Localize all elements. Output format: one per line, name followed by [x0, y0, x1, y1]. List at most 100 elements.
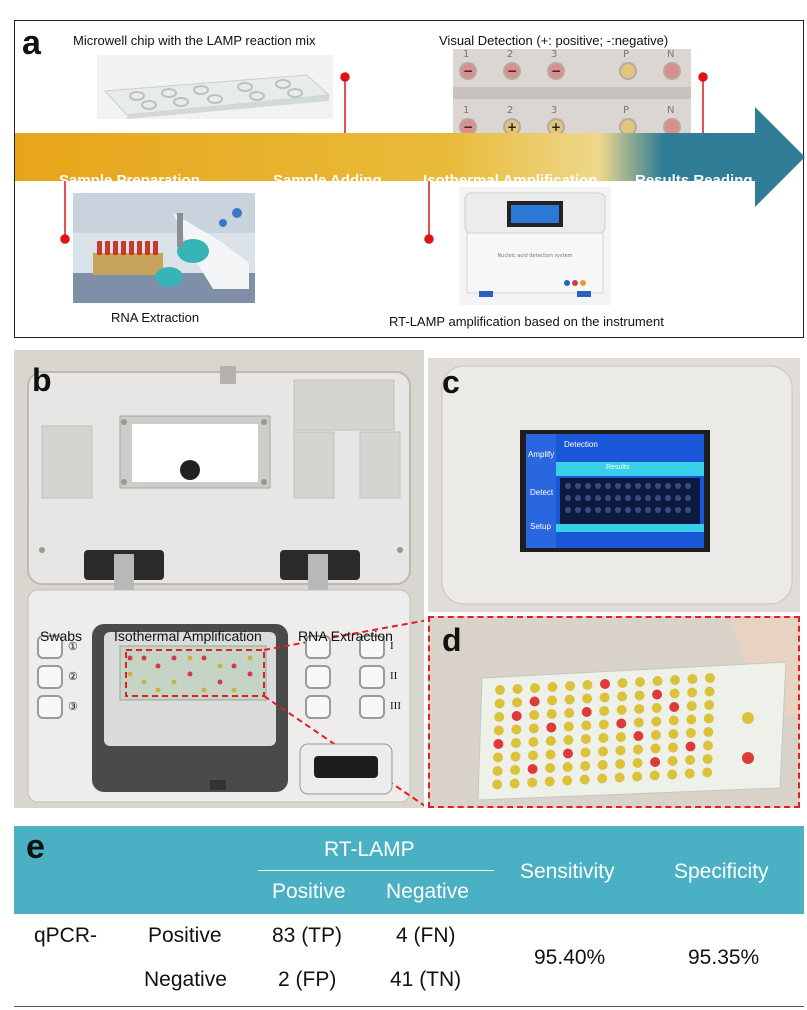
panel-d-chip-closeup: d: [428, 616, 800, 808]
chip-well: [617, 678, 628, 688]
svg-text:2: 2: [507, 105, 513, 116]
chip-well: [581, 707, 592, 717]
rna-extraction-caption: RNA Extraction: [111, 310, 200, 325]
cell-tp: 83 (TP): [272, 924, 343, 947]
chip-well: [565, 681, 575, 691]
header-negative: Negative: [386, 880, 469, 903]
chip-well: [685, 755, 696, 765]
panel-d-letter: d: [442, 622, 462, 658]
svg-text:−: −: [551, 64, 561, 78]
chip-well: [493, 752, 503, 763]
chip-well: [512, 684, 523, 694]
instrument-photo: Nucleic acid detection system: [459, 187, 611, 305]
chip-well: [512, 697, 523, 708]
control-well: [742, 752, 754, 764]
port-label-I: I: [390, 640, 394, 652]
menu-amplify: Amplify: [528, 450, 555, 459]
chip-well: [616, 705, 627, 715]
chip-well: [493, 725, 504, 736]
panel-c-screen-photo: c Amplify Detect Setup Detection Results: [428, 358, 800, 612]
chip-caption: Microwell chip with the LAMP reaction mi…: [73, 33, 316, 48]
svg-text:1: 1: [463, 49, 469, 60]
screen-detection-title: Detection: [564, 440, 598, 449]
chip-well: [687, 674, 698, 684]
chip-well: [562, 762, 573, 772]
chip-well: [527, 764, 538, 774]
chip-well: [615, 745, 626, 756]
svg-text:P: P: [623, 105, 629, 116]
chip-well: [598, 746, 608, 757]
chip-well: [705, 673, 715, 683]
control-well: [742, 712, 754, 724]
chip-well: [651, 716, 662, 727]
chip-well: [509, 778, 520, 789]
chip-well: [684, 768, 695, 779]
chip-well: [579, 774, 590, 785]
instrument-caption: RT-LAMP amplification based on the instr…: [389, 314, 664, 329]
svg-text:+: +: [551, 120, 561, 134]
row-positive-label: Positive: [148, 924, 222, 947]
chip-well: [704, 700, 715, 710]
svg-text:3: 3: [551, 105, 557, 116]
chip-well: [632, 771, 643, 782]
chip-well: [600, 679, 610, 689]
chip-well: [703, 713, 714, 724]
chip-well: [650, 743, 661, 754]
cell-fn: 4 (FN): [396, 924, 456, 947]
chip-well: [545, 749, 556, 760]
chip-well: [494, 698, 505, 709]
chip-well: [668, 742, 678, 753]
chip-well: [510, 738, 521, 748]
chip-well: [599, 706, 610, 716]
chip-well: [564, 708, 575, 718]
chip-well: [530, 683, 540, 693]
svg-text:1: 1: [463, 105, 469, 116]
chip-well: [511, 724, 522, 735]
chip-well: [669, 702, 680, 712]
chip-well: [650, 757, 661, 767]
chip-well: [704, 686, 715, 697]
chip-well: [510, 751, 521, 762]
header-specificity: Specificity: [674, 860, 769, 883]
chip-well: [528, 723, 539, 734]
chip-well: [616, 718, 627, 729]
chip-well: [564, 694, 575, 705]
stage-sample-adding: Sample Adding: [273, 172, 382, 189]
cell-fp: 2 (FP): [278, 968, 337, 991]
isothermal-amplification-label: Isothermal Amplification: [114, 628, 262, 644]
chip-well: [632, 758, 643, 768]
chip-well: [528, 737, 539, 747]
row-negative-label: Negative: [144, 968, 227, 991]
chip-well: [545, 736, 556, 746]
panel-b-device-photo: b Swabs Isothermal Amplification RNA Ext…: [14, 350, 424, 808]
chip-well: [597, 773, 608, 784]
chip-well: [544, 776, 555, 787]
chip-well: [703, 740, 713, 751]
menu-detect: Detect: [530, 488, 554, 497]
chip-well: [669, 688, 680, 699]
menu-setup: Setup: [530, 522, 551, 531]
cell-specificity-value: 95.35%: [688, 946, 760, 969]
chip-well: [686, 701, 697, 711]
chip-well: [494, 712, 505, 722]
chip-well: [562, 775, 573, 786]
panel-e-letter: e: [26, 828, 45, 866]
swabs-label: Swabs: [40, 628, 83, 644]
chip-well: [546, 709, 557, 719]
cell-tn: 41 (TN): [390, 968, 462, 991]
chip-well: [685, 728, 696, 738]
svg-text:N: N: [667, 105, 674, 116]
chip-well: [667, 756, 678, 766]
chip-well: [667, 769, 678, 780]
port-label-1: ①: [68, 641, 78, 653]
chip-well: [633, 731, 644, 741]
panel-c-letter: c: [442, 364, 460, 400]
panel-b-letter: b: [32, 362, 52, 398]
chip-well: [685, 741, 696, 752]
workflow-arrow: [15, 107, 805, 207]
chip-well: [547, 682, 558, 692]
chip-well: [582, 693, 593, 704]
chip-well: [687, 687, 698, 698]
svg-text:−: −: [463, 64, 473, 78]
